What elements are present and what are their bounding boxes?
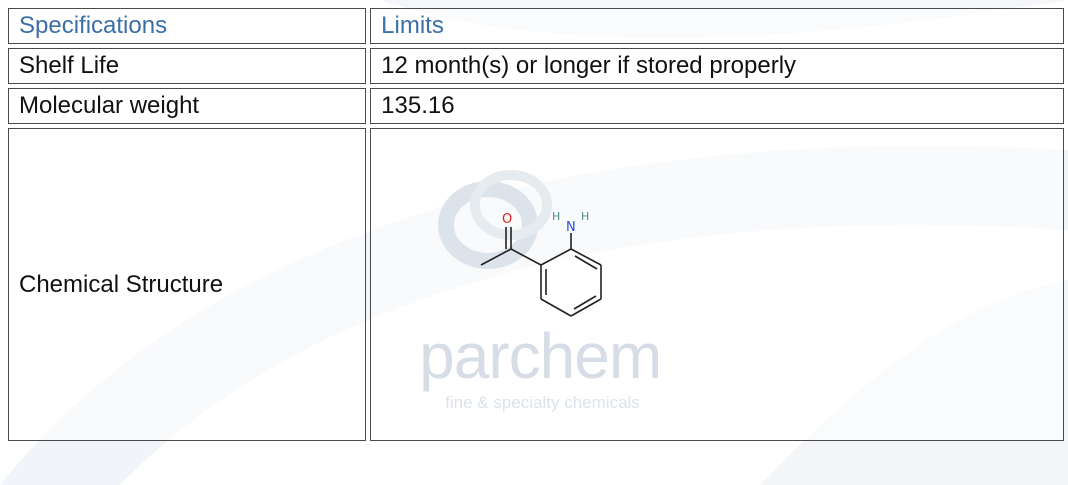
atom-oxygen: O [502,212,512,227]
molecular-weight-label: Molecular weight [8,88,367,124]
chemical-structure-cell: parchem fine & specialty chemicals [370,128,1064,441]
watermark-tagline: fine & specialty chemicals [445,393,640,412]
atom-nitrogen: N [566,220,576,235]
atom-hydrogen-2: H [581,210,589,223]
specifications-table: Specifications Limits Shelf Life 12 mont… [4,4,1068,445]
header-specifications: Specifications [8,8,367,44]
structure-container: parchem fine & specialty chemicals [371,129,1051,440]
table-header-row: Specifications Limits [8,8,1064,44]
molecular-weight-value: 135.16 [370,88,1064,124]
molecule-structure-icon: O N H H [480,210,602,317]
shelf-life-value: 12 month(s) or longer if stored properly [370,48,1064,84]
watermark-brand: parchem [419,320,662,392]
atom-hydrogen-1: H [552,210,560,223]
chemical-structure-label: Chemical Structure [8,128,367,441]
table-row: Molecular weight 135.16 [8,88,1064,124]
shelf-life-label: Shelf Life [8,48,367,84]
header-limits: Limits [370,8,1064,44]
table-row: Shelf Life 12 month(s) or longer if stor… [8,48,1064,84]
table-row: Chemical Structure parchem fine & specia… [8,128,1064,441]
